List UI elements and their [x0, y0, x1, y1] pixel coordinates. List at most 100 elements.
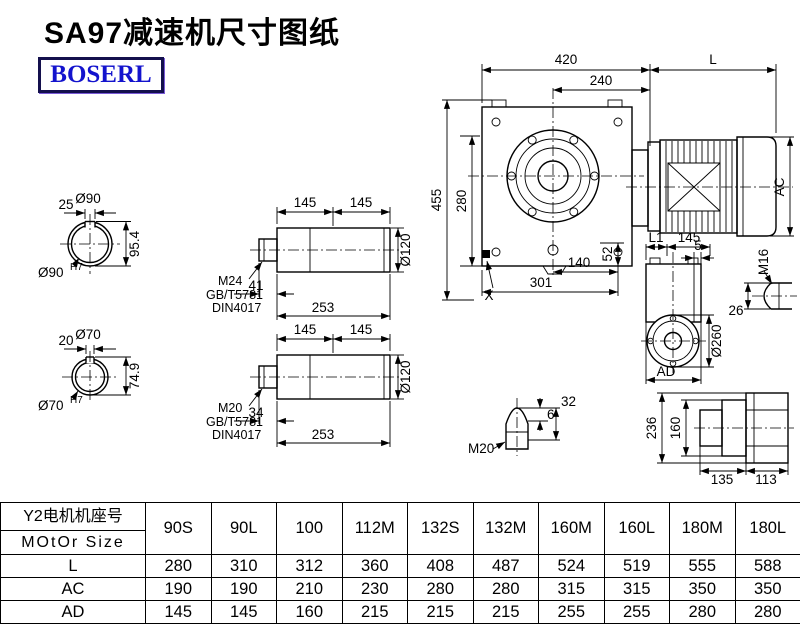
- cell: 230: [341, 577, 408, 601]
- cell: 315: [603, 577, 670, 601]
- shaft-section-top: 145 145 Ø120 M24 GB/T5781 DIN4017 41 253: [206, 195, 413, 320]
- cell: 519: [603, 554, 670, 578]
- col-112M: 112M: [341, 502, 408, 555]
- dim-236: 236: [644, 417, 659, 440]
- dim-AD: AD: [657, 364, 676, 379]
- x-marker-square: [482, 250, 490, 258]
- dim-dia120-top: Ø120: [398, 233, 413, 266]
- thread-detail: 6 32 M20: [468, 394, 576, 456]
- cell: 145: [145, 600, 212, 624]
- cell: 350: [669, 577, 736, 601]
- cell: 215: [472, 600, 539, 624]
- dim-145b: 145: [350, 195, 373, 210]
- table-header-row: Y2电机机座号 MOtOr Size 90S 90L 100 112M 132S…: [0, 502, 800, 555]
- dimension-table: Y2电机机座号 MOtOr Size 90S 90L 100 112M 132S…: [0, 502, 800, 624]
- label-X: X: [484, 288, 493, 303]
- col-160M: 160M: [538, 502, 605, 555]
- dim-113: 113: [755, 472, 777, 487]
- row-label-AC: AC: [0, 577, 146, 601]
- cell: 312: [276, 554, 343, 578]
- cell: 487: [472, 554, 539, 578]
- dim-135: 135: [711, 472, 734, 487]
- cell: 310: [210, 554, 277, 578]
- thread-M24: M24: [218, 274, 242, 288]
- bore-dia70: Ø70: [38, 398, 64, 413]
- dim-95-4: 95.4: [127, 230, 142, 257]
- motor: [626, 136, 793, 237]
- cell: 360: [341, 554, 408, 578]
- table-row-AC: AC 190 190 210 230 280 280 315 315 350 3…: [0, 577, 800, 601]
- cell: 160: [276, 600, 343, 624]
- side-view: L1 145 5 Ø260 AD: [641, 230, 724, 384]
- motor-size-header: Y2电机机座号 MOtOr Size: [0, 502, 146, 555]
- dim-301: 301: [530, 275, 553, 290]
- cell: 350: [734, 577, 800, 601]
- cell: 524: [538, 554, 605, 578]
- dim-34: 34: [248, 405, 264, 420]
- cell: 280: [734, 600, 800, 624]
- cell: 145: [210, 600, 277, 624]
- dim-455: 455: [429, 189, 444, 212]
- cell: 190: [210, 577, 277, 601]
- table-row-L: L 280 310 312 360 408 487 524 519 555 58…: [0, 554, 800, 578]
- dim-145c: 145: [294, 322, 317, 337]
- cell: 315: [538, 577, 605, 601]
- shaft-section-bottom: 145 145 Ø120 M20 GB/T5781 DIN4017 34 253: [206, 322, 413, 447]
- std-din-bottom: DIN4017: [212, 428, 261, 442]
- dim-5: 5: [694, 238, 702, 253]
- cell: 588: [734, 554, 800, 578]
- cell: 555: [669, 554, 736, 578]
- cell: 408: [407, 554, 474, 578]
- col-90L: 90L: [210, 502, 277, 555]
- std-gb-top: GB/T5781: [206, 288, 263, 302]
- shaft-end-bottom-view: Ø70 20 74.9 Ø70 H7: [38, 327, 142, 413]
- cell: 215: [341, 600, 408, 624]
- col-160L: 160L: [603, 502, 670, 555]
- thread-M20-section: M20: [218, 401, 242, 415]
- thread-M16: M16: [756, 249, 771, 275]
- cell: 280: [407, 577, 474, 601]
- boserl-logo: BOSERL: [38, 57, 164, 93]
- rear-view: 236 160 135 113: [644, 392, 794, 487]
- dim-160: 160: [668, 417, 683, 440]
- dim-145-side: 145: [678, 230, 701, 245]
- col-100: 100: [276, 502, 343, 555]
- m16-detail: M16 26: [728, 249, 797, 318]
- dim-32: 32: [561, 394, 576, 409]
- dim-52: 52: [600, 246, 615, 261]
- dim-6: 6: [547, 407, 555, 422]
- cell: 190: [145, 577, 212, 601]
- dim-dia90: Ø90: [75, 191, 101, 206]
- dim-240: 240: [590, 73, 613, 88]
- thread-M20-detail: M20: [468, 441, 494, 456]
- bore-dia70-tol: H7: [70, 395, 83, 406]
- dim-dia260: Ø260: [709, 324, 724, 357]
- col-180M: 180M: [669, 502, 736, 555]
- page-title: SA97减速机尺寸图纸: [44, 17, 341, 50]
- dim-145a: 145: [294, 195, 317, 210]
- motor-size-en: MOtOr Size: [21, 534, 125, 551]
- bore-dia90-tol: H7: [70, 262, 83, 273]
- cell: 255: [603, 600, 670, 624]
- row-label-L: L: [0, 554, 146, 578]
- technical-drawing: 420 L 240 455 280 52 140 301 X: [38, 52, 797, 487]
- dim-key25: 25: [58, 197, 73, 212]
- dim-145d: 145: [350, 322, 373, 337]
- dim-420: 420: [555, 52, 578, 67]
- dim-key20: 20: [58, 333, 73, 348]
- dim-41: 41: [248, 278, 263, 293]
- col-90S: 90S: [145, 502, 212, 555]
- dim-AC: AC: [772, 177, 787, 196]
- col-180L: 180L: [734, 502, 800, 555]
- col-132S: 132S: [407, 502, 474, 555]
- dim-26: 26: [728, 303, 743, 318]
- std-gb-bottom: GB/T5781: [206, 415, 263, 429]
- dim-L: L: [709, 52, 717, 67]
- std-din-top: DIN4017: [212, 301, 261, 315]
- cell: 280: [669, 600, 736, 624]
- cell: 280: [472, 577, 539, 601]
- col-132M: 132M: [472, 502, 539, 555]
- dim-253-bottom: 253: [312, 427, 335, 442]
- main-view: 420 L 240 455 280 52 140 301 X: [429, 52, 794, 303]
